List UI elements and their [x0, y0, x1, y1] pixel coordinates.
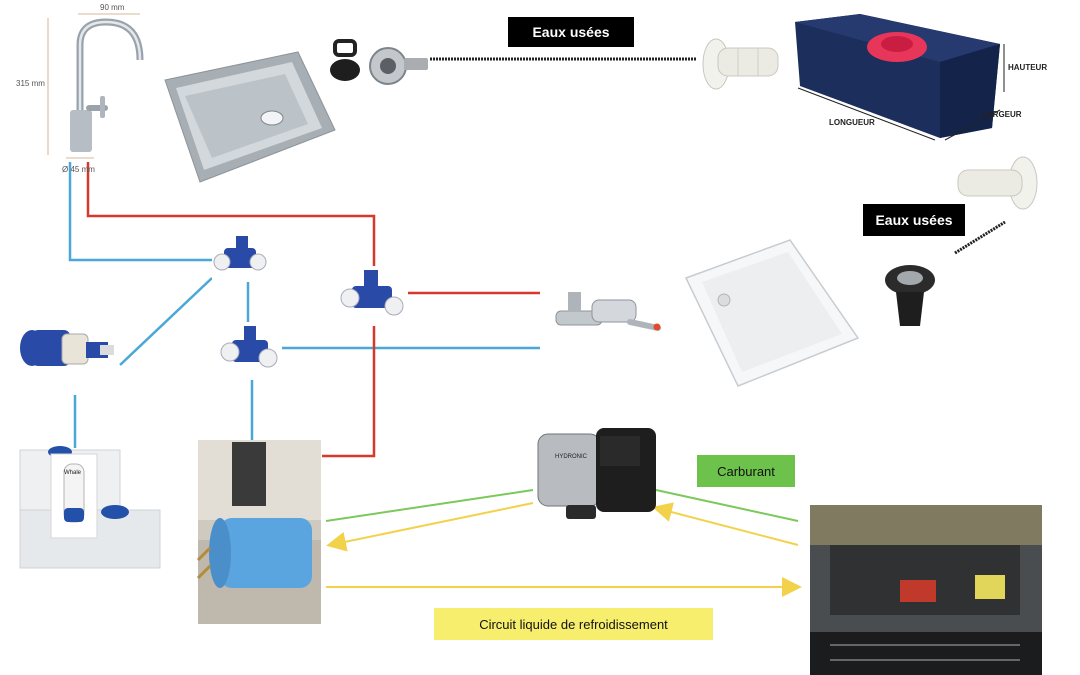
fuel-lines — [325, 489, 799, 522]
faucet-width-dimension: 90 mm — [100, 3, 125, 12]
cold-water-pipes — [68, 162, 540, 448]
faucet-height-dimension: 315 mm — [16, 79, 45, 88]
water-heater-image — [196, 440, 321, 624]
hot-water-pipes — [86, 162, 540, 458]
shower-mixer-image — [555, 292, 661, 331]
waste-water-pipes — [430, 57, 1006, 255]
coolant-circuit-label: Circuit liquide de refroidissement — [434, 608, 713, 640]
faucet-diameter-dimension: Ø 45 mm — [62, 165, 95, 174]
t-connector-1 — [212, 232, 268, 282]
diesel-heater-image — [537, 428, 656, 519]
submersible-pump-image — [50, 453, 98, 539]
waste-water-label-right: Eaux usées — [863, 204, 965, 236]
tank-height-dimension: HAUTEUR — [1008, 63, 1048, 72]
t-connector-3 — [220, 322, 282, 380]
waste-tank-image — [795, 14, 1005, 141]
shower-tray-image — [684, 239, 860, 387]
faucet-image — [47, 13, 144, 159]
engine-bay-image — [810, 505, 1042, 675]
heater-brand-logo: HYDRONIC — [555, 454, 588, 460]
through-hull-fitting-2-image — [957, 156, 1038, 210]
sink-image — [164, 51, 336, 183]
water-pump-image — [20, 330, 114, 366]
tank-width-dimension: LARGEUR — [982, 110, 1022, 119]
t-connector-2 — [340, 266, 406, 326]
tank-length-dimension: LONGUEUR — [829, 118, 875, 127]
coolant-lines — [326, 502, 802, 597]
drain-plug-image — [330, 39, 428, 85]
shower-drain-image — [885, 265, 935, 326]
pump-brand-logo: Whale — [64, 470, 82, 476]
through-hull-fitting-image — [702, 38, 779, 90]
fuel-label: Carburant — [697, 455, 795, 487]
waste-water-label-top: Eaux usées — [508, 17, 634, 47]
